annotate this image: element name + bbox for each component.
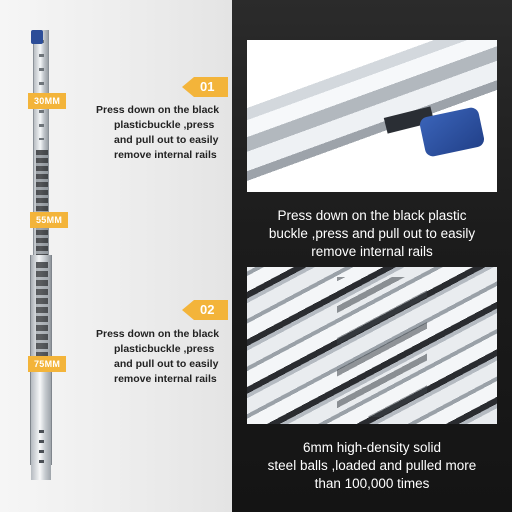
step-1-text: Press down on the black plasticbuckle ,p… (96, 103, 231, 163)
step-2-line: plasticbuckle ,press (114, 343, 215, 355)
step-badge-01: 01 (182, 77, 228, 97)
caption-line: steel balls ,loaded and pulled more (267, 458, 477, 473)
right-panel: Press down on the black plastic buckle ,… (232, 0, 512, 512)
step-1-line: remove internal rails (114, 149, 217, 161)
step-badge-02: 02 (182, 300, 228, 320)
buckle-closeup-photo (247, 40, 497, 192)
caption-line: than 100,000 times (314, 476, 430, 491)
caption-line: 6mm high-density solid (302, 440, 442, 455)
rail-holes-lower (39, 430, 44, 470)
left-panel: 30MM 55MM 75MM 01 Press down on the blac… (0, 0, 232, 512)
rail-slot-holes (337, 277, 427, 417)
rail-balls-image (247, 267, 497, 424)
rail-holes-upper (39, 40, 44, 140)
caption-steel-balls: 6mm high-density solid steel balls ,load… (232, 439, 512, 493)
step-2-line: Press down on the black (96, 328, 220, 340)
step-2-line: remove internal rails (114, 373, 217, 385)
step-1-line: Press down on the black (96, 104, 220, 116)
caption-line: Press down on the black plastic (277, 208, 467, 223)
steel-balls-photo (247, 267, 497, 424)
step-2-line: and pull out to easily (114, 358, 219, 370)
step-1-line: and pull out to easily (114, 134, 219, 146)
rail-closeup-image (247, 40, 497, 192)
step-2-text: Press down on the black plasticbuckle ,p… (96, 327, 231, 387)
step-1-line: plasticbuckle ,press (114, 119, 215, 131)
caption-buckle: Press down on the black plastic buckle ,… (232, 207, 512, 261)
size-tag-55mm: 55MM (30, 212, 69, 228)
caption-line: buckle ,press and pull out to easily (268, 226, 476, 241)
buckle-icon (31, 30, 43, 44)
rail-ball-bearings-lower (36, 262, 48, 357)
size-tag-75mm: 75MM (28, 356, 67, 372)
caption-line: remove internal rails (311, 244, 433, 259)
slide-rail-lower (31, 360, 51, 480)
size-tag-30mm: 30MM (28, 93, 67, 109)
rail-ball-bearings-upper (36, 150, 48, 260)
